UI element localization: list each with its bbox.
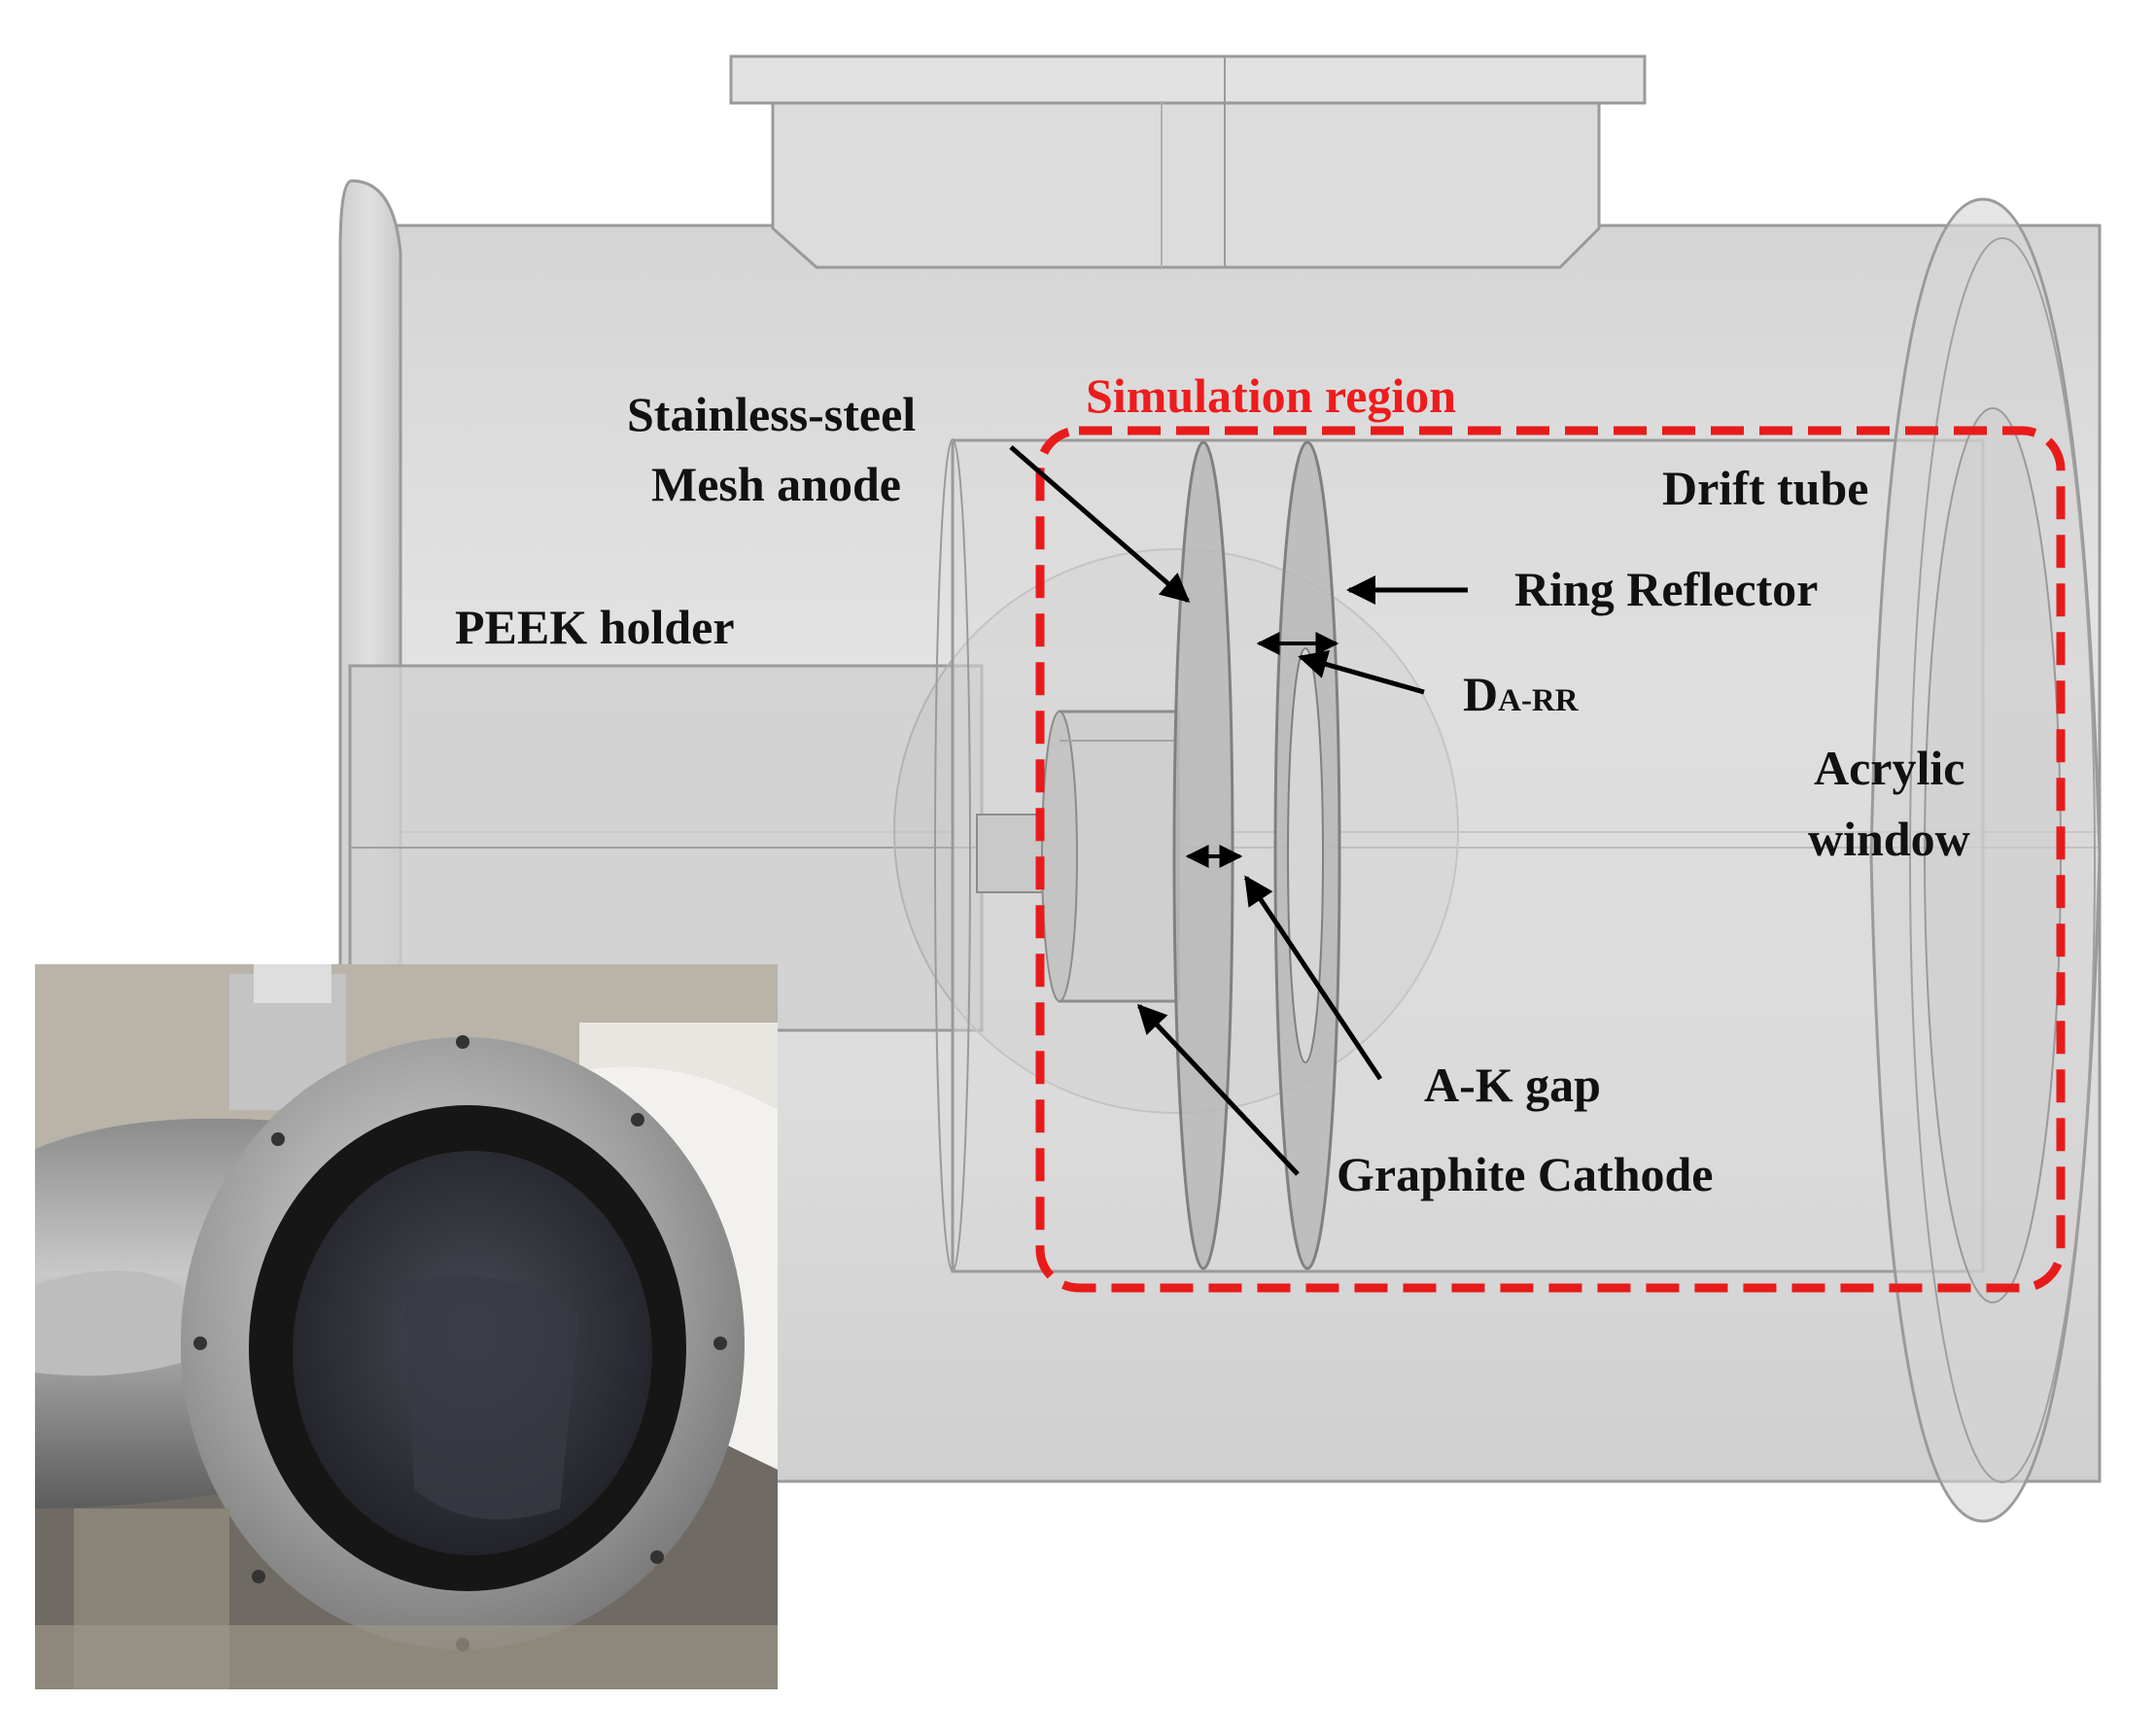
label-d-arr: DA-RR bbox=[1463, 665, 1579, 724]
label-d-main: D bbox=[1463, 667, 1499, 721]
arrow-ak-gap bbox=[1243, 875, 1383, 1081]
label-ring-reflector: Ring Reflector bbox=[1514, 562, 1819, 616]
graphite-cathode bbox=[1058, 710, 1180, 1003]
label-d-sub: A-RR bbox=[1498, 683, 1579, 718]
label-stainless-steel: Stainless-steel bbox=[627, 387, 917, 441]
label-peek-holder: PEEK holder bbox=[455, 600, 735, 654]
arrow-mesh-anode bbox=[1009, 445, 1191, 603]
arrow-graphite-cathode bbox=[1136, 1003, 1300, 1176]
arrow-d-arr-pointer bbox=[1298, 649, 1425, 695]
label-acrylic: Acrylic bbox=[1814, 741, 1965, 795]
label-simulation-region: Simulation region bbox=[1086, 368, 1457, 423]
top-flange bbox=[729, 54, 1647, 105]
label-window: window bbox=[1808, 812, 1970, 866]
label-mesh-anode: Mesh anode bbox=[651, 457, 901, 511]
top-port bbox=[771, 99, 1601, 269]
simulation-region-box bbox=[1035, 426, 2066, 1293]
apparatus-photo bbox=[35, 964, 778, 1689]
label-drift-tube: Drift tube bbox=[1662, 461, 1869, 515]
label-ak-gap: A-K gap bbox=[1424, 1058, 1601, 1112]
label-graphite-cathode: Graphite Cathode bbox=[1337, 1147, 1714, 1201]
apparatus-photo-icon bbox=[35, 964, 778, 1689]
